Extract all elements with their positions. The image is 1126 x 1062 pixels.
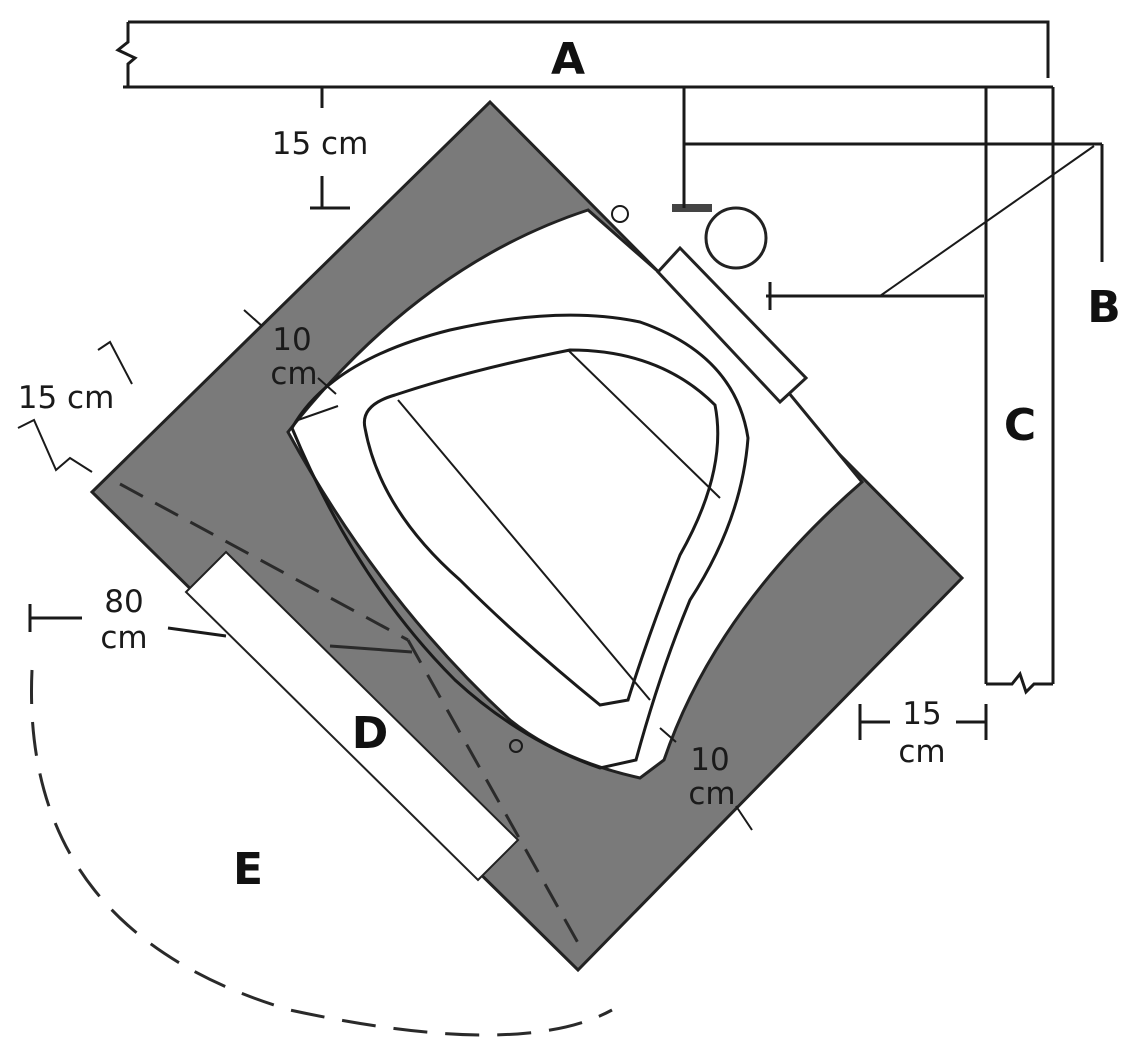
label-a: A — [551, 34, 585, 85]
text-lower-gap-unit: cm — [688, 776, 735, 812]
dim-top-clearance — [310, 87, 350, 210]
dim-left-tick-upper — [97, 340, 133, 385]
label-c: C — [1004, 400, 1036, 451]
seat-outer-rim — [290, 313, 750, 770]
door-panel — [184, 550, 520, 882]
door-swing-arc — [29, 669, 613, 1037]
dim-left-tick-lower — [17, 418, 93, 473]
dim-b-diagonal — [879, 145, 1095, 297]
wall-a — [115, 20, 1053, 89]
control-panel — [655, 245, 809, 405]
valve-knob-bottom — [509, 739, 523, 753]
door-swing-line — [119, 482, 409, 642]
door-swing-line-lower — [406, 639, 584, 951]
text-door-width-value: 80 — [104, 584, 143, 620]
dimension-b — [682, 87, 1104, 310]
shower-interior — [286, 208, 865, 780]
wall-c — [984, 87, 1055, 695]
dim-upper-gap-tick-a — [243, 309, 263, 327]
pipe-connector — [704, 206, 768, 270]
seat-edge-tick — [297, 405, 339, 421]
dim-door-width — [28, 604, 227, 638]
label-e: E — [233, 844, 263, 895]
wall-a-outer-edge — [128, 20, 1050, 78]
label-d: D — [352, 708, 389, 759]
dim-lower-gap-tick-a — [659, 727, 677, 743]
label-b: B — [1087, 282, 1121, 333]
dim-left-clearance — [17, 340, 133, 473]
text-lower-gap-value: 10 — [690, 742, 729, 778]
valve-knob-top — [611, 205, 629, 223]
text-left-clearance: 15 cm — [18, 380, 115, 416]
text-top-clearance: 15 cm — [272, 126, 369, 162]
dim-upper-gap-tick-b — [317, 377, 337, 395]
text-upper-gap-value: 10 — [272, 322, 311, 358]
pipe-bracket — [672, 204, 712, 212]
seat-inner-rim — [362, 348, 720, 707]
dim-lower-gap-tick-b — [735, 805, 753, 831]
seat-diagonal-line-2 — [567, 349, 721, 499]
wall-a-break-mark — [115, 22, 138, 87]
text-right-clearance-value: 15 — [902, 696, 941, 732]
dim-right-clearance — [858, 704, 988, 740]
wall-c-break-mark — [986, 670, 1053, 695]
door-hinge-tick — [329, 644, 413, 654]
text-upper-gap-unit: cm — [270, 356, 317, 392]
text-door-width-unit: cm — [100, 620, 147, 656]
dim-door-line-right — [167, 626, 227, 638]
seat-diagonal-line-1 — [397, 399, 651, 701]
text-right-clearance-unit: cm — [898, 734, 945, 770]
